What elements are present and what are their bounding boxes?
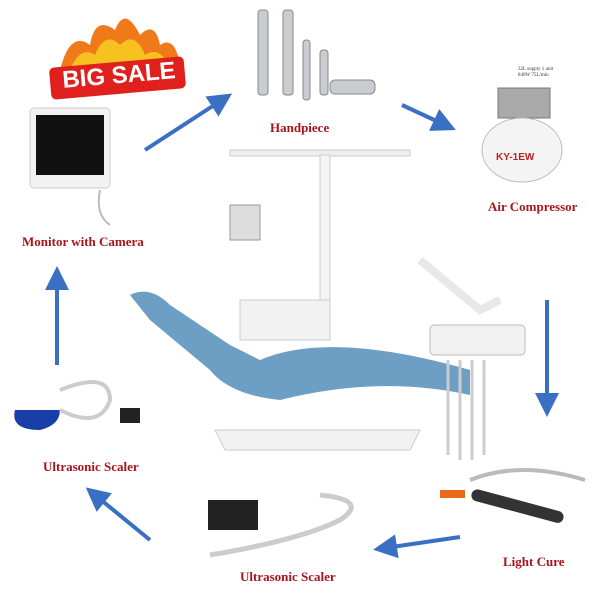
arrow-icon <box>143 93 233 152</box>
scaler-bottom-image <box>208 492 354 558</box>
arrow-icon <box>85 487 152 542</box>
compressor-spec: 32L supply 1 unit 840W 75L/min <box>518 67 553 79</box>
label-scaler-left: Ultrasonic Scaler <box>43 459 139 474</box>
dental-chair-image <box>130 149 526 460</box>
handpiece-image <box>257 9 376 101</box>
spec-line: 32L supply 1 unit <box>518 67 554 72</box>
label-scaler-bottom: Ultrasonic Scaler <box>240 569 336 584</box>
arrow-icon <box>373 534 461 559</box>
spec-line: 840W 75L/min <box>518 73 549 78</box>
label-light-cure: Light Cure <box>503 554 565 569</box>
scaler-left-image <box>14 380 140 430</box>
label-handpiece: Handpiece <box>270 120 330 135</box>
air-compressor-image: KY-1EW <box>481 87 563 183</box>
label-compressor: Air Compressor <box>488 199 578 214</box>
svg-text:KY-1EW: KY-1EW <box>496 152 535 163</box>
label-monitor: Monitor with Camera <box>22 234 144 249</box>
arrow-icon <box>401 103 456 131</box>
light-cure-image <box>440 468 586 523</box>
